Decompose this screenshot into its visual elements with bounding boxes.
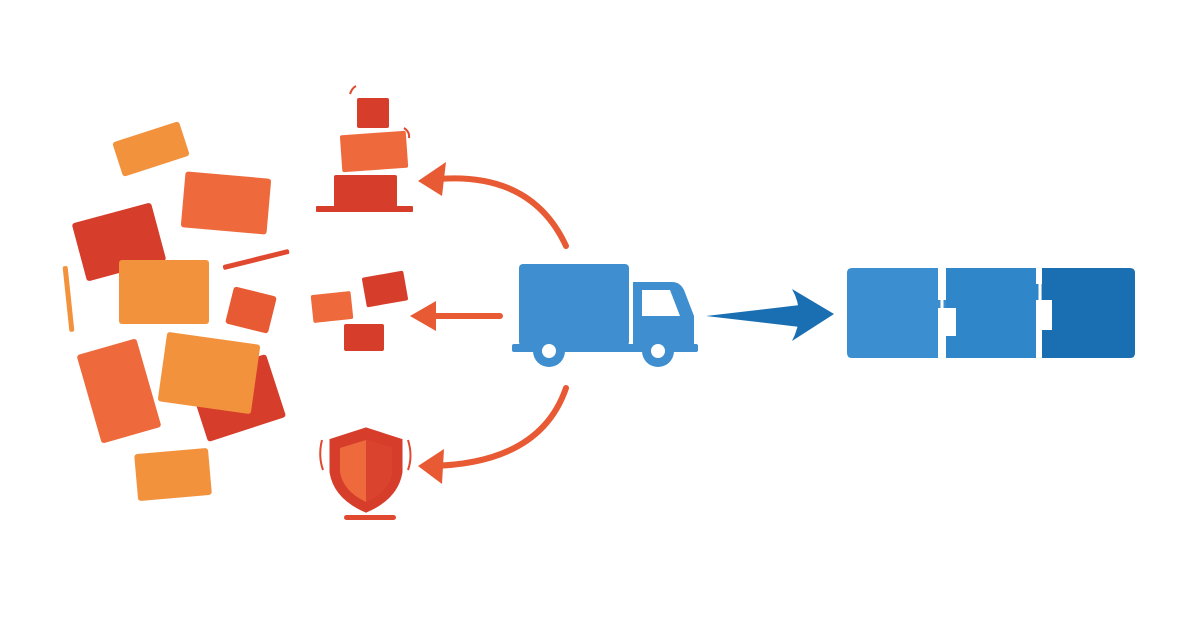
arrow-to-connected-blocks [706,289,834,341]
scattered-boxes-icon [62,121,290,501]
shield-icon [319,427,412,520]
arrow-to-stacked-boxes [418,162,569,249]
arrow-to-loose-boxes [410,301,503,331]
loose-boxes-icon [310,270,408,351]
connected-blocks-icon [847,268,1135,358]
arrow-to-shield [418,385,569,484]
delivery-truck-icon [512,264,698,367]
stacked-boxes-icon [316,85,413,212]
